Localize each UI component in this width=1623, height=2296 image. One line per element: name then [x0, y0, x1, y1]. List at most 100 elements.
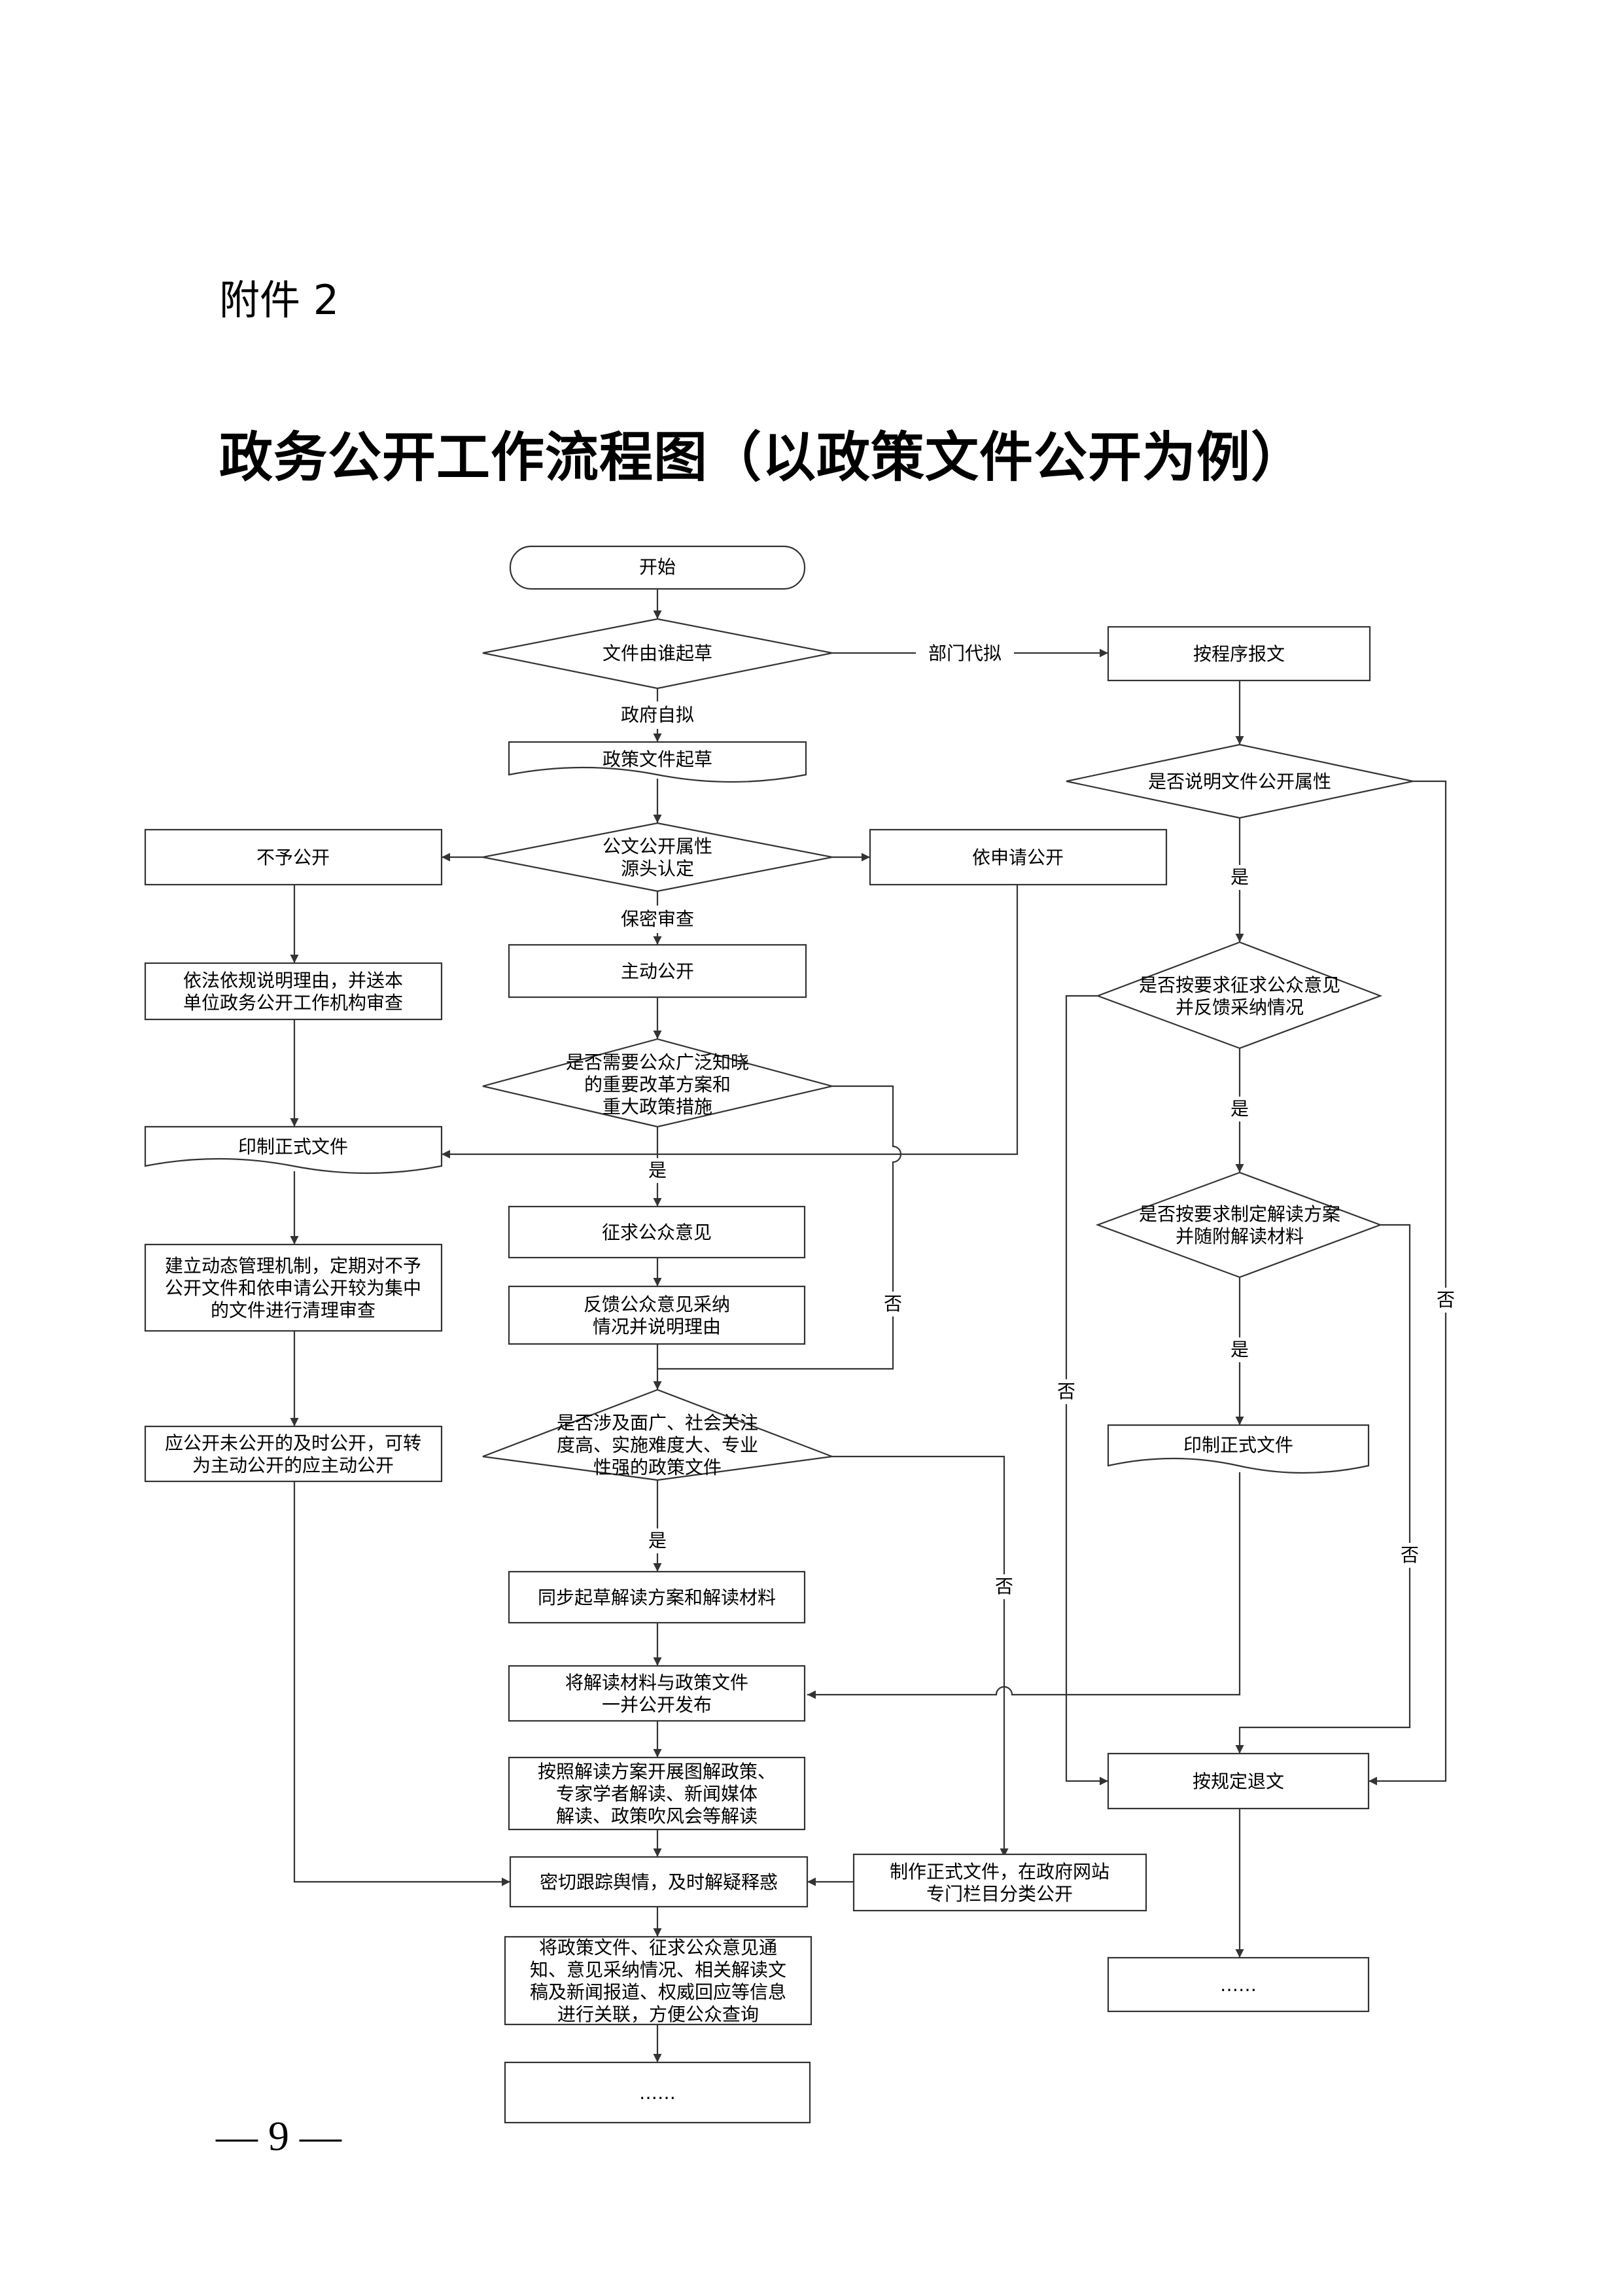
node-more-right-label: ……	[1220, 1974, 1257, 1996]
label-no-interp: 否	[1401, 1544, 1419, 1566]
label-no-public: 否	[884, 1293, 902, 1315]
node-timely	[144, 1425, 443, 1483]
label-yes-wide: 是	[648, 1530, 667, 1551]
arrow-qinterp-no	[1235, 1224, 1411, 1754]
node-on-request	[869, 828, 1168, 886]
label-line: 公文公开属性	[602, 836, 712, 857]
label-line: 公开文件和依申请公开较为集中	[165, 1277, 421, 1299]
node-interpret-label: 按照解读方案开展图解政策、专家学者解读、新闻媒体解读、政策吹风会等解读	[538, 1761, 776, 1827]
label-no-wide: 否	[995, 1576, 1013, 1597]
node-print-right	[1107, 1424, 1370, 1474]
node-no-disclose	[144, 828, 443, 886]
label-line: 度高、实施难度大、专业	[557, 1434, 758, 1456]
node-explain-reason-label: 依法依规说明理由，并送本单位政务公开工作机构审查	[183, 970, 403, 1014]
node-more-right	[1107, 1956, 1370, 2013]
node-make-formal-label: 制作正式文件，在政府网站专门栏目分类公开	[890, 1861, 1109, 1905]
label-line: 制作正式文件，在政府网站	[890, 1861, 1109, 1882]
label-line: 单位政务公开工作机构审查	[183, 992, 403, 1014]
node-interpret	[508, 1756, 806, 1831]
node-release-together	[508, 1665, 806, 1722]
label-line: ……	[639, 2082, 676, 2104]
node-q-public	[482, 1038, 833, 1128]
arrow-qpublic-no	[657, 1085, 902, 1370]
label-line: 不予公开	[256, 847, 330, 868]
label-line: 为主动公开的应主动公开	[192, 1455, 394, 1476]
arrow-printright-to-release	[807, 1472, 1241, 1699]
label-line: 建立动态管理机制，定期对不予	[165, 1255, 421, 1277]
node-return-doc	[1107, 1752, 1370, 1810]
label-line: 专门栏目分类公开	[926, 1883, 1073, 1905]
label-yes-public: 是	[648, 1159, 667, 1181]
node-solicit-label: 征求公众意见	[602, 1222, 712, 1243]
label-no-solicit: 否	[1057, 1381, 1075, 1402]
node-sync-draft-label: 同步起草解读方案和解读材料	[538, 1587, 776, 1608]
node-more-left	[504, 2061, 811, 2124]
label-line: 密切跟踪舆情，及时解疑释惑	[540, 1871, 778, 1893]
label-line: 应公开未公开的及时公开，可转	[165, 1432, 421, 1454]
node-feedback	[508, 1285, 806, 1345]
label-line: 并随附解读材料	[1176, 1226, 1304, 1247]
node-q-wide	[482, 1388, 833, 1481]
label-line: 情况并说明理由	[593, 1316, 721, 1337]
node-q-public-label: 是否需要公众广泛知晓的重要改革方案和重大政策措施	[566, 1051, 749, 1118]
label-line: 印制正式文件	[238, 1136, 348, 1157]
node-active	[508, 944, 807, 998]
node-dynamic-label: 建立动态管理机制，定期对不予公开文件和依申请公开较为集中的文件进行清理审查	[165, 1255, 421, 1321]
label-line: 是否需要公众广泛知晓	[566, 1051, 749, 1073]
node-print-left	[144, 1125, 443, 1174]
label-line: 依申请公开	[972, 847, 1064, 868]
label-line: 专家学者解读、新闻媒体	[556, 1783, 758, 1805]
node-print-right-label: 印制正式文件	[1183, 1434, 1293, 1456]
label-line: ……	[1220, 1974, 1257, 1996]
label-line: 按照解读方案开展图解政策、	[538, 1761, 776, 1782]
node-q-drafter	[482, 618, 833, 690]
node-q-attr-stated-label: 是否说明文件公开属性	[1148, 771, 1331, 792]
arrow-timely-to-track	[293, 1481, 510, 1886]
label-line: 的重要改革方案和	[584, 1074, 731, 1095]
node-q-interp-req-label: 是否按要求制定解读方案并随附解读材料	[1139, 1203, 1340, 1247]
label-line: 是否涉及面广、社会关注	[557, 1412, 758, 1434]
label-line: 性强的政策文件	[593, 1457, 722, 1478]
attachment-label: 附件 2	[219, 276, 340, 324]
node-no-disclose-label: 不予公开	[256, 847, 330, 868]
node-on-request-label: 依申请公开	[972, 847, 1064, 868]
label-line: 重大政策措施	[602, 1096, 712, 1118]
label-line: 同步起草解读方案和解读材料	[538, 1587, 776, 1608]
label-yes-attr: 是	[1230, 866, 1249, 888]
label-line: 是否按要求制定解读方案	[1139, 1203, 1340, 1225]
node-solicit	[508, 1205, 806, 1259]
label-line: 是否按要求征求公众意见	[1139, 974, 1340, 996]
node-dynamic	[144, 1243, 443, 1332]
node-draft-label: 政策文件起草	[602, 749, 712, 770]
node-track-label: 密切跟踪舆情，及时解疑释惑	[540, 1871, 778, 1893]
edge-labels: 部门代拟 政府自拟 保密审查 是 否 是 否 是 否 是 否 是 否	[608, 640, 1459, 1599]
label-line: 进行关联，方便公众查询	[557, 2004, 759, 2025]
label-dept-draft: 部门代拟	[928, 643, 1002, 664]
label-line: 的文件进行清理审查	[211, 1299, 375, 1321]
label-line: 稿及新闻报道、权威回应等信息	[530, 1981, 786, 2003]
page-title: 政务公开工作流程图（以政策文件公开为例）	[219, 426, 1306, 489]
node-print-left-label: 印制正式文件	[238, 1136, 348, 1157]
label-line: 反馈公众意见采纳	[584, 1294, 730, 1315]
node-return-doc-label: 按规定退文	[1193, 1771, 1284, 1792]
node-start	[509, 545, 806, 590]
node-timely-label: 应公开未公开的及时公开，可转为主动公开的应主动公开	[165, 1432, 421, 1476]
arrow-qwide-no	[832, 1455, 1009, 1857]
label-no-attr: 否	[1437, 1289, 1455, 1311]
label-yes-solicit: 是	[1230, 1098, 1249, 1120]
node-active-label: 主动公开	[621, 961, 694, 982]
node-track	[509, 1856, 809, 1908]
label-line: 政策文件起草	[602, 749, 712, 770]
label-gov-draft: 政府自拟	[621, 704, 694, 726]
label-line: 文件由谁起草	[602, 643, 712, 664]
label-line: 解读、政策吹风会等解读	[556, 1805, 758, 1827]
label-line: 将政策文件、征求公众意见通	[539, 1937, 777, 1958]
label-line: 将解读材料与政策文件	[565, 1672, 748, 1693]
node-q-attr-source-label: 公文公开属性源头认定	[602, 836, 712, 879]
node-more-left-label: ……	[639, 2082, 676, 2104]
label-line: 主动公开	[621, 961, 694, 982]
node-q-solicit-req-label: 是否按要求征求公众意见并反馈采纳情况	[1139, 974, 1340, 1018]
node-explain-reason	[144, 962, 443, 1021]
page-number: — 9 —	[216, 2113, 341, 2159]
